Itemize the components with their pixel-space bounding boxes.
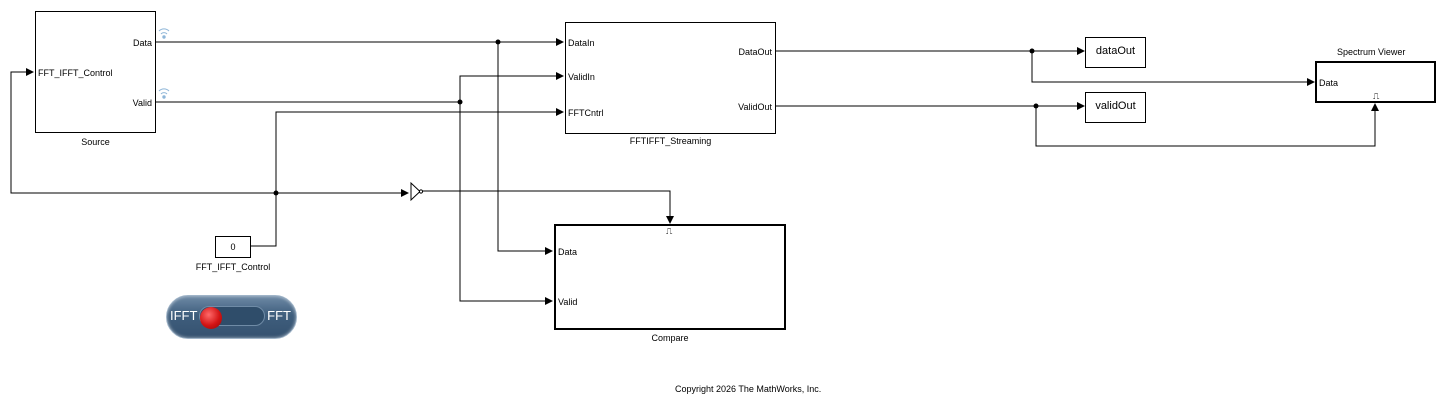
fft-outport-validout-label: ValidOut xyxy=(738,102,772,112)
source-block[interactable]: FFT_IFFT_Control Data Valid xyxy=(35,11,156,133)
spectrum-viewer-block[interactable]: Data ⎍ xyxy=(1315,61,1436,103)
branch-point xyxy=(1029,48,1035,54)
spectrum-inport-data-label: Data xyxy=(1319,78,1339,88)
branch-point xyxy=(457,99,463,105)
compare-block-label: Compare xyxy=(651,333,689,343)
compare-block[interactable]: ⎍ Data Valid xyxy=(554,224,786,330)
compare-inport-valid-label: Valid xyxy=(558,297,578,307)
dataout-block[interactable]: dataOut xyxy=(1085,37,1146,68)
signal-line-data-to-compare[interactable] xyxy=(497,42,553,255)
toggle-right-label: FFT xyxy=(267,308,291,323)
constant-value: 0 xyxy=(230,242,236,252)
branch-point xyxy=(1033,103,1039,109)
signal-line-valid-to-compare[interactable] xyxy=(459,102,553,305)
signal-line-validout-to-spectrum[interactable] xyxy=(1035,103,1379,147)
copyright-text: Copyright 2026 The MathWorks, Inc. xyxy=(675,384,822,394)
toggle-left-label: IFFT xyxy=(170,308,198,323)
branch-point xyxy=(273,190,279,196)
source-outport-valid-label: Valid xyxy=(132,98,152,108)
validout-label: validOut xyxy=(1095,100,1136,112)
signal-line-not-to-compare[interactable] xyxy=(423,190,674,224)
fft-ifft-toggle-switch[interactable]: IFFT FFT xyxy=(166,295,297,339)
source-inport-label: FFT_IFFT_Control xyxy=(38,68,113,78)
validout-block[interactable]: validOut xyxy=(1085,92,1146,123)
branch-point xyxy=(495,39,501,45)
source-block-label: Source xyxy=(81,137,110,147)
signal-line-control-to-source[interactable] xyxy=(10,68,276,194)
pulse-icon: ⎍ xyxy=(1373,91,1380,101)
signal-line-dataout-to-spectrum[interactable] xyxy=(1031,51,1315,86)
wifi-log-icon xyxy=(158,88,170,99)
constant-block-label: FFT_IFFT_Control xyxy=(195,262,271,272)
compare-inport-data-label: Data xyxy=(558,247,578,257)
not-gate-icon[interactable] xyxy=(410,181,421,202)
fft-inport-fftcntrl-label: FFTCntrl xyxy=(568,108,604,118)
constant-block[interactable]: 0 xyxy=(215,236,251,258)
spectrum-viewer-title: Spectrum Viewer xyxy=(1337,47,1406,57)
signal-line-valid[interactable] xyxy=(155,72,564,103)
source-outport-data-label: Data xyxy=(132,38,152,48)
dataout-label: dataOut xyxy=(1095,45,1136,57)
pulse-icon: ⎍ xyxy=(666,226,673,236)
wifi-log-icon xyxy=(158,28,170,39)
fft-block-label: FFTIFFT_Streaming xyxy=(629,136,712,146)
signal-line-fftcntrl[interactable] xyxy=(250,108,564,247)
fft-inport-datain-label: DataIn xyxy=(568,38,595,48)
fft-outport-dataout-label: DataOut xyxy=(738,47,772,57)
toggle-knob[interactable] xyxy=(200,307,222,329)
fft-inport-validin-label: ValidIn xyxy=(568,72,595,82)
fft-block[interactable]: DataIn ValidIn FFTCntrl DataOut ValidOut xyxy=(565,22,776,134)
